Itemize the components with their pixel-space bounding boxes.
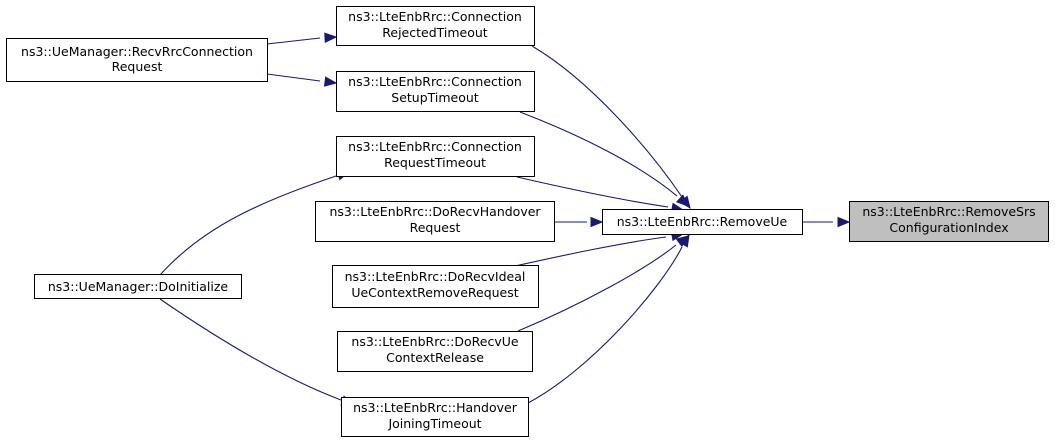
node-label-line: ns3::LteEnbRrc::DoRecvHandover <box>329 204 541 219</box>
call-edge <box>266 73 321 82</box>
node-label-line: RequestTimeout <box>384 155 486 170</box>
node-label-line: ns3::LteEnbRrc::Connection <box>348 9 522 24</box>
edge-arrowhead <box>323 76 338 87</box>
edge-arrowhead <box>675 194 689 207</box>
call-edge <box>517 244 677 332</box>
node-label-line: Request <box>410 220 461 235</box>
node-label-line: ns3::UeManager::RecvRrcConnection <box>21 44 253 59</box>
node-label-line: Request <box>112 59 163 74</box>
node-connection-rejected-timeout[interactable]: ns3::LteEnbRrc::Connection RejectedTimeo… <box>336 6 535 46</box>
edge-arrowhead <box>590 216 604 228</box>
node-do-recv-ideal-ue-context-remove-request[interactable]: ns3::LteEnbRrc::DoRecvIdeal UeContextRem… <box>332 265 539 308</box>
node-label-line: ns3::LteEnbRrc::Connection <box>348 74 522 89</box>
nodes-layer: ns3::UeManager::RecvRrcConnection Reques… <box>6 6 1049 437</box>
edge-arrowhead <box>678 233 690 248</box>
call-edge <box>516 176 669 208</box>
call-edge <box>514 236 667 267</box>
node-label-line: ns3::LteEnbRrc::DoRecvIdeal <box>345 269 526 284</box>
node-label-line: ns3::LteEnbRrc::RemoveUe <box>617 214 788 229</box>
node-label-line: ns3::LteEnbRrc::RemoveSrs <box>862 204 1035 219</box>
node-label-line: ns3::LteEnbRrc::DoRecvUe <box>351 334 518 349</box>
node-handover-joining-timeout[interactable]: ns3::LteEnbRrc::Handover JoiningTimeout <box>341 397 529 437</box>
edge-arrowhead <box>324 32 338 43</box>
node-remove-ue[interactable]: ns3::LteEnbRrc::RemoveUe <box>602 209 803 235</box>
node-label-line: UeContextRemoveRequest <box>351 285 518 300</box>
call-edge <box>159 175 337 276</box>
node-connection-setup-timeout[interactable]: ns3::LteEnbRrc::Connection SetupTimeout <box>336 71 535 112</box>
node-recv-rrc-connection-request[interactable]: ns3::UeManager::RecvRrcConnection Reques… <box>6 38 268 82</box>
edge-arrowhead <box>837 216 851 228</box>
node-remove-srs-configuration-index[interactable]: ns3::LteEnbRrc::RemoveSrs ConfigurationI… <box>849 201 1049 242</box>
node-do-initialize[interactable]: ns3::UeManager::DoInitialize <box>34 274 242 299</box>
node-label-line: ContextRelease <box>386 350 484 365</box>
node-label-line: ConfigurationIndex <box>889 220 1008 235</box>
call-edge <box>519 111 678 197</box>
node-do-recv-ue-context-release[interactable]: ns3::LteEnbRrc::DoRecvUe ContextRelease <box>337 331 533 372</box>
node-label-line: ns3::LteEnbRrc::Connection <box>348 139 522 154</box>
call-edge <box>527 246 683 404</box>
node-label-line: ns3::LteEnbRrc::Handover <box>353 400 518 415</box>
node-label-line: SetupTimeout <box>391 90 479 105</box>
node-label-line: JoiningTimeout <box>387 416 481 431</box>
node-label-line: RejectedTimeout <box>382 25 488 40</box>
node-label-line: ns3::UeManager::DoInitialize <box>48 279 229 294</box>
call-edge <box>531 45 683 198</box>
node-do-recv-handover-request[interactable]: ns3::LteEnbRrc::DoRecvHandover Request <box>315 201 555 242</box>
node-connection-request-timeout[interactable]: ns3::LteEnbRrc::Connection RequestTimeou… <box>336 136 535 177</box>
call-edge <box>159 298 342 401</box>
call-edge <box>266 37 321 45</box>
